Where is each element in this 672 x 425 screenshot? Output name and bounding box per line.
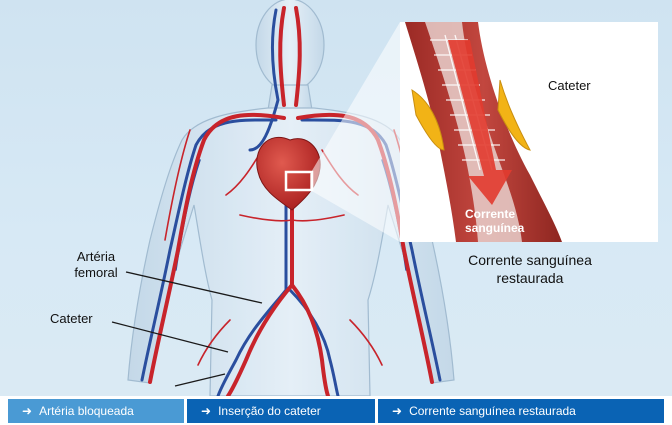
label-arteria-femoral-line2: femoral: [56, 265, 136, 281]
arrow-right-icon: ➜: [201, 404, 211, 418]
step-tab-bar: ➜ Artéria bloqueada ➜ Inserção do catete…: [0, 396, 672, 425]
label-cateter-inset: Cateter: [548, 78, 591, 94]
inset-flow-text: Corrente sanguínea: [465, 207, 524, 235]
tab-label: Corrente sanguínea restaurada: [409, 404, 576, 418]
arrow-right-icon: ➜: [392, 404, 402, 418]
tab-corrente-sanguinea-restaurada[interactable]: ➜ Corrente sanguínea restaurada: [378, 399, 664, 423]
arrow-right-icon: ➜: [22, 404, 32, 418]
inset-flow-text-line1: Corrente: [465, 207, 524, 221]
tab-arteria-bloqueada[interactable]: ➜ Artéria bloqueada: [8, 399, 184, 423]
inset-panel: [400, 22, 658, 242]
tab-label: Artéria bloqueada: [39, 404, 134, 418]
tab-insercao-do-cateter[interactable]: ➜ Inserção do cateter: [187, 399, 375, 423]
inset-caption-line1: Corrente sanguínea: [430, 251, 630, 269]
body-illustration: [0, 0, 672, 396]
inset-caption-line2: restaurada: [430, 269, 630, 287]
inset-caption: Corrente sanguínea restaurada: [430, 251, 630, 287]
label-arteria-femoral: Artéria femoral: [56, 249, 136, 281]
tab-label: Inserção do cateter: [218, 404, 321, 418]
inset-flow-text-line2: sanguínea: [465, 221, 524, 235]
label-cateter-left: Cateter: [50, 311, 93, 327]
label-arteria-femoral-line1: Artéria: [56, 249, 136, 265]
